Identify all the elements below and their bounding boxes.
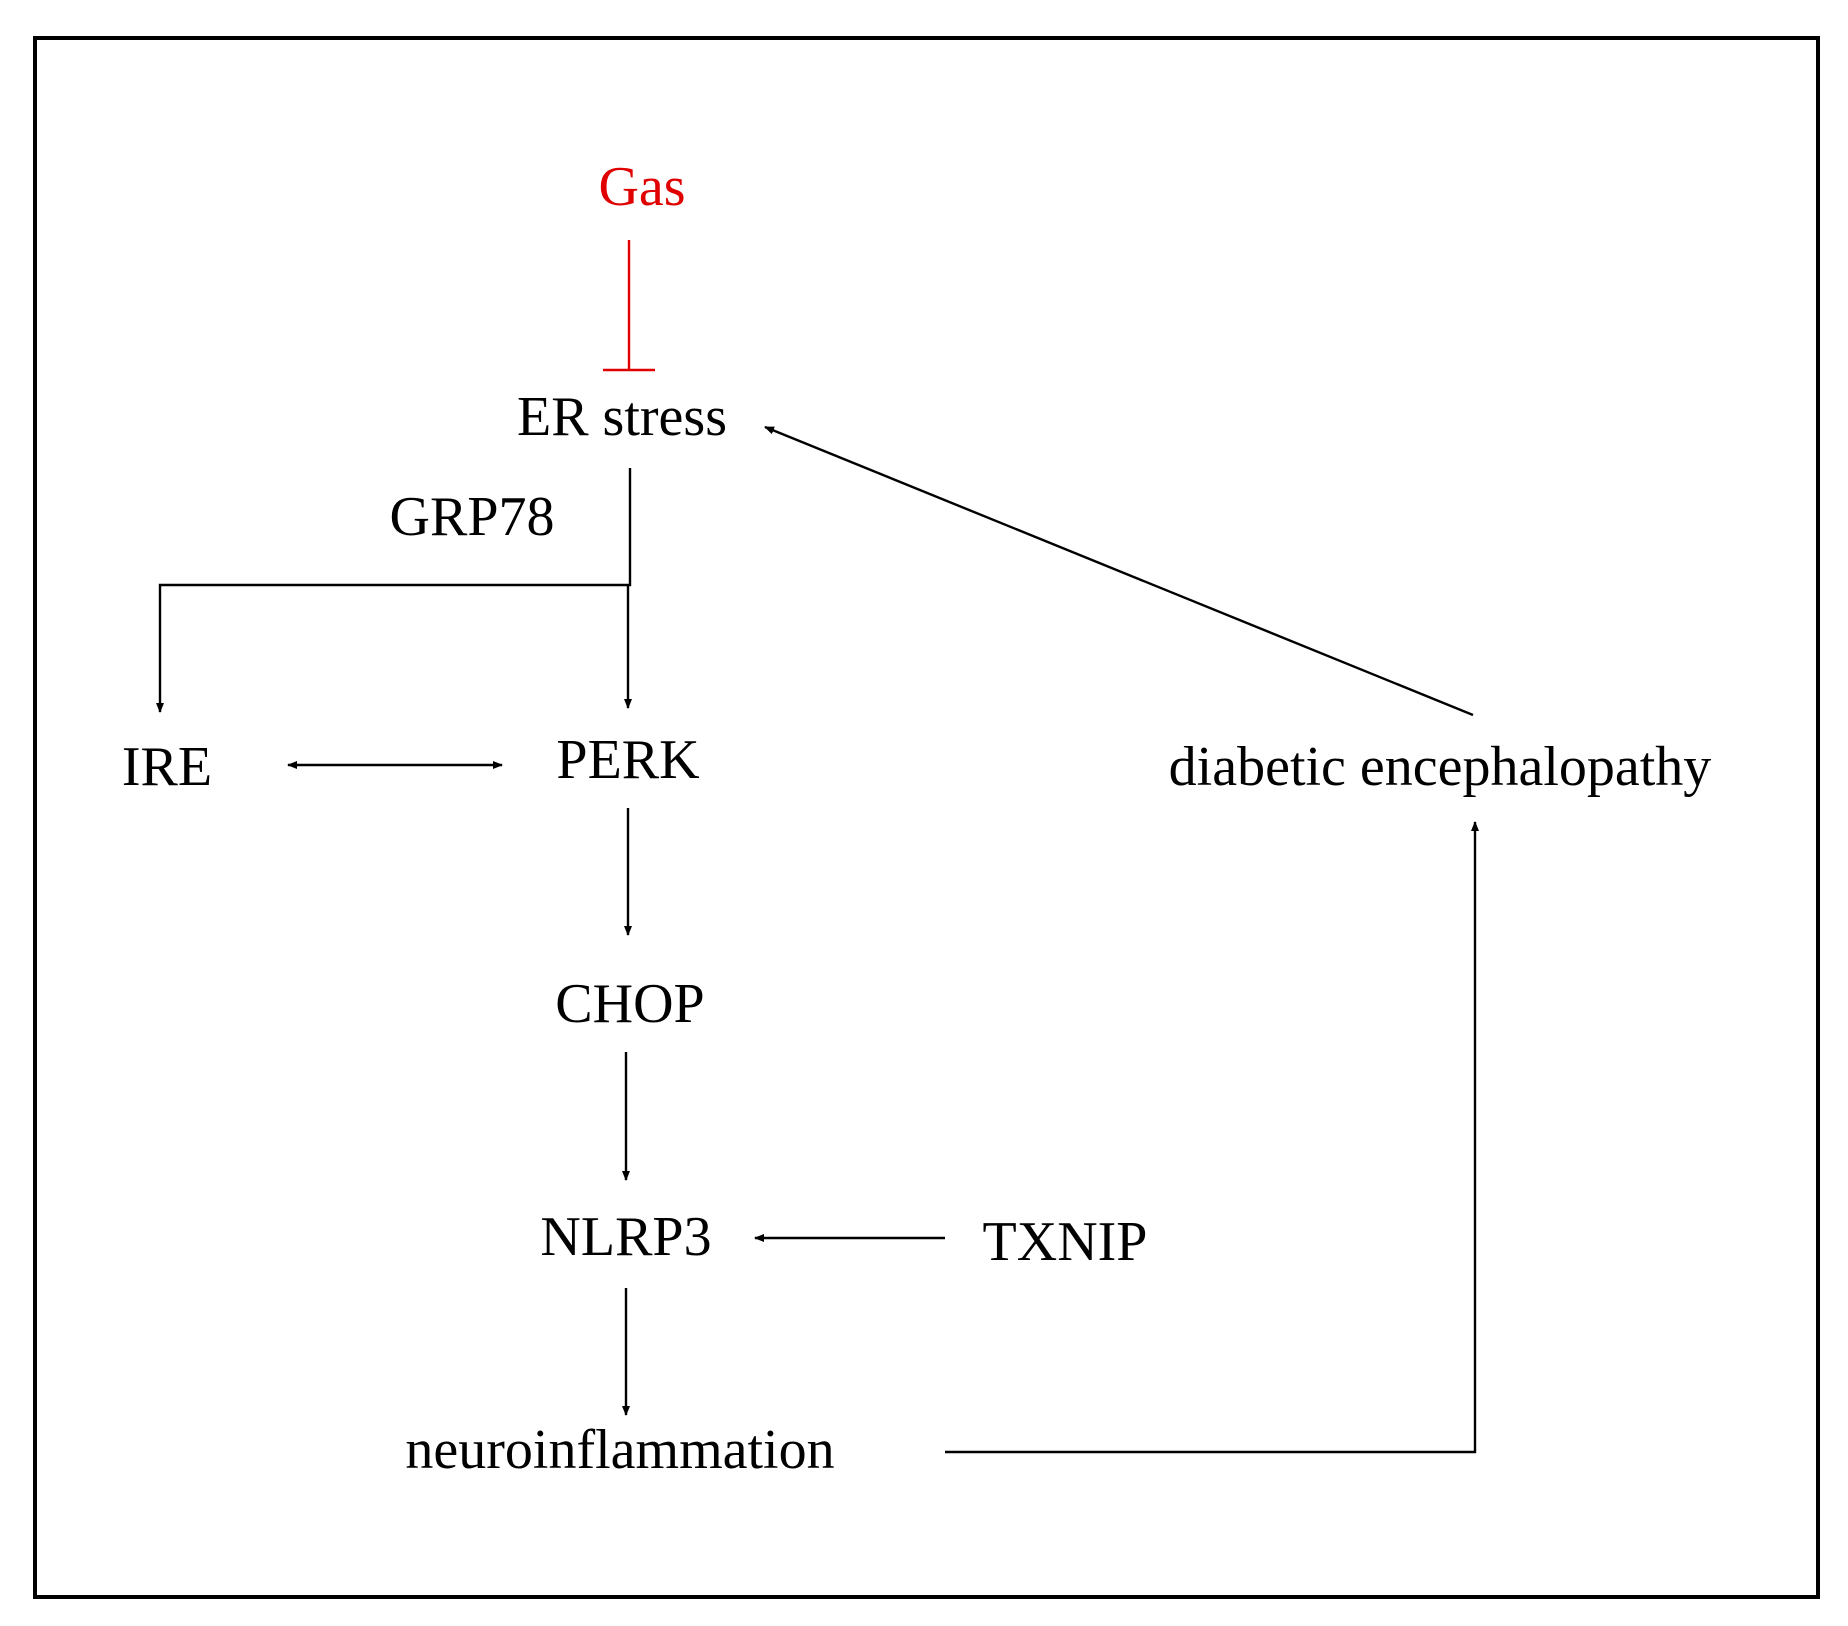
node-txnip: TXNIP [983,1211,1148,1273]
figure-frame [33,36,1820,1599]
node-er-stress: ER stress [517,386,727,448]
edge-diabetic-encephalopathy-to-er-stress [764,425,1474,717]
node-ire: IRE [122,736,212,798]
node-perk: PERK [556,729,699,791]
node-gas: Gas [598,156,685,218]
node-diabetic-encephalopathy: diabetic encephalopathy [1169,736,1712,798]
edge-neuroinflammation-to-diabetic-encephalopathy [945,821,1479,1454]
node-chop: CHOP [555,973,704,1035]
label-grp78: GRP78 [390,486,555,548]
edge-er-stress-to-ire [156,468,632,713]
node-nlrp3: NLRP3 [540,1206,711,1268]
node-neuroinflammation: neuroinflammation [405,1419,834,1481]
